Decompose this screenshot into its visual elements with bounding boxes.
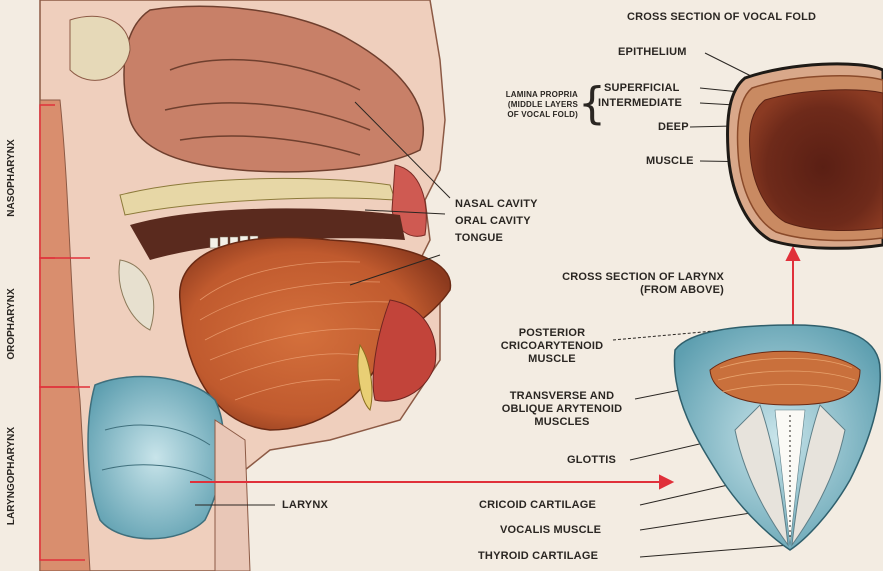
larynx-label: LARYNX	[282, 499, 328, 512]
glottis-label: GLOTTIS	[567, 454, 616, 467]
head-sagittal-section	[40, 0, 450, 571]
posterior-cricoarytenoid-label: POSTERIOR CRICOARYTENOID MUSCLE	[492, 327, 612, 366]
lamina-propria-line2: (MIDDLE LAYERS	[470, 100, 578, 110]
transverse-line2: OBLIQUE ARYTENOID	[493, 403, 631, 416]
transverse-line3: MUSCLES	[493, 416, 631, 429]
lamina-propria-label: LAMINA PROPRIA (MIDDLE LAYERS OF VOCAL F…	[470, 90, 578, 120]
arytenoid-muscles-label: TRANSVERSE AND OBLIQUE ARYTENOID MUSCLES	[493, 390, 631, 429]
muscle-label: MUSCLE	[646, 155, 694, 168]
vocal-fold-section-title: CROSS SECTION OF VOCAL FOLD	[627, 11, 816, 24]
posterior-line3: MUSCLE	[492, 353, 612, 366]
larynx-cartilage	[88, 377, 224, 539]
laryngopharynx-label: LARYNGOPHARYNX	[6, 411, 18, 541]
epithelium-label: EPITHELIUM	[618, 46, 687, 59]
oral-cavity-label: ORAL CAVITY	[455, 215, 531, 228]
deep-label: DEEP	[658, 121, 689, 134]
oropharynx-label: OROPHARYNX	[6, 259, 18, 389]
nasopharynx-label: NASOPHARYNX	[6, 113, 18, 243]
larynx-top-view	[674, 325, 880, 550]
larynx-section-title-line2: (FROM ABOVE)	[528, 284, 724, 297]
transverse-line1: TRANSVERSE AND	[493, 390, 631, 403]
posterior-line1: POSTERIOR	[492, 327, 612, 340]
larynx-section-title-line1: CROSS SECTION OF LARYNX	[528, 271, 724, 284]
vocalis-muscle-label: VOCALIS MUSCLE	[500, 524, 601, 537]
superficial-label: SUPERFICIAL	[604, 82, 680, 95]
tongue-label: TONGUE	[455, 232, 503, 245]
intermediate-label: INTERMEDIATE	[598, 97, 682, 110]
posterior-line2: CRICOARYTENOID	[492, 340, 612, 353]
larynx-section-title: CROSS SECTION OF LARYNX (FROM ABOVE)	[528, 271, 724, 297]
nasal-cavity-label: NASAL CAVITY	[455, 198, 538, 211]
cricoid-cartilage-label: CRICOID CARTILAGE	[479, 499, 596, 512]
thyroid-cartilage-label: THYROID CARTILAGE	[478, 550, 598, 563]
lamina-propria-line1: LAMINA PROPRIA	[470, 90, 578, 100]
trachea-column	[215, 420, 250, 571]
vocal-fold-section	[728, 64, 883, 248]
lamina-propria-line3: OF VOCAL FOLD)	[470, 110, 578, 120]
